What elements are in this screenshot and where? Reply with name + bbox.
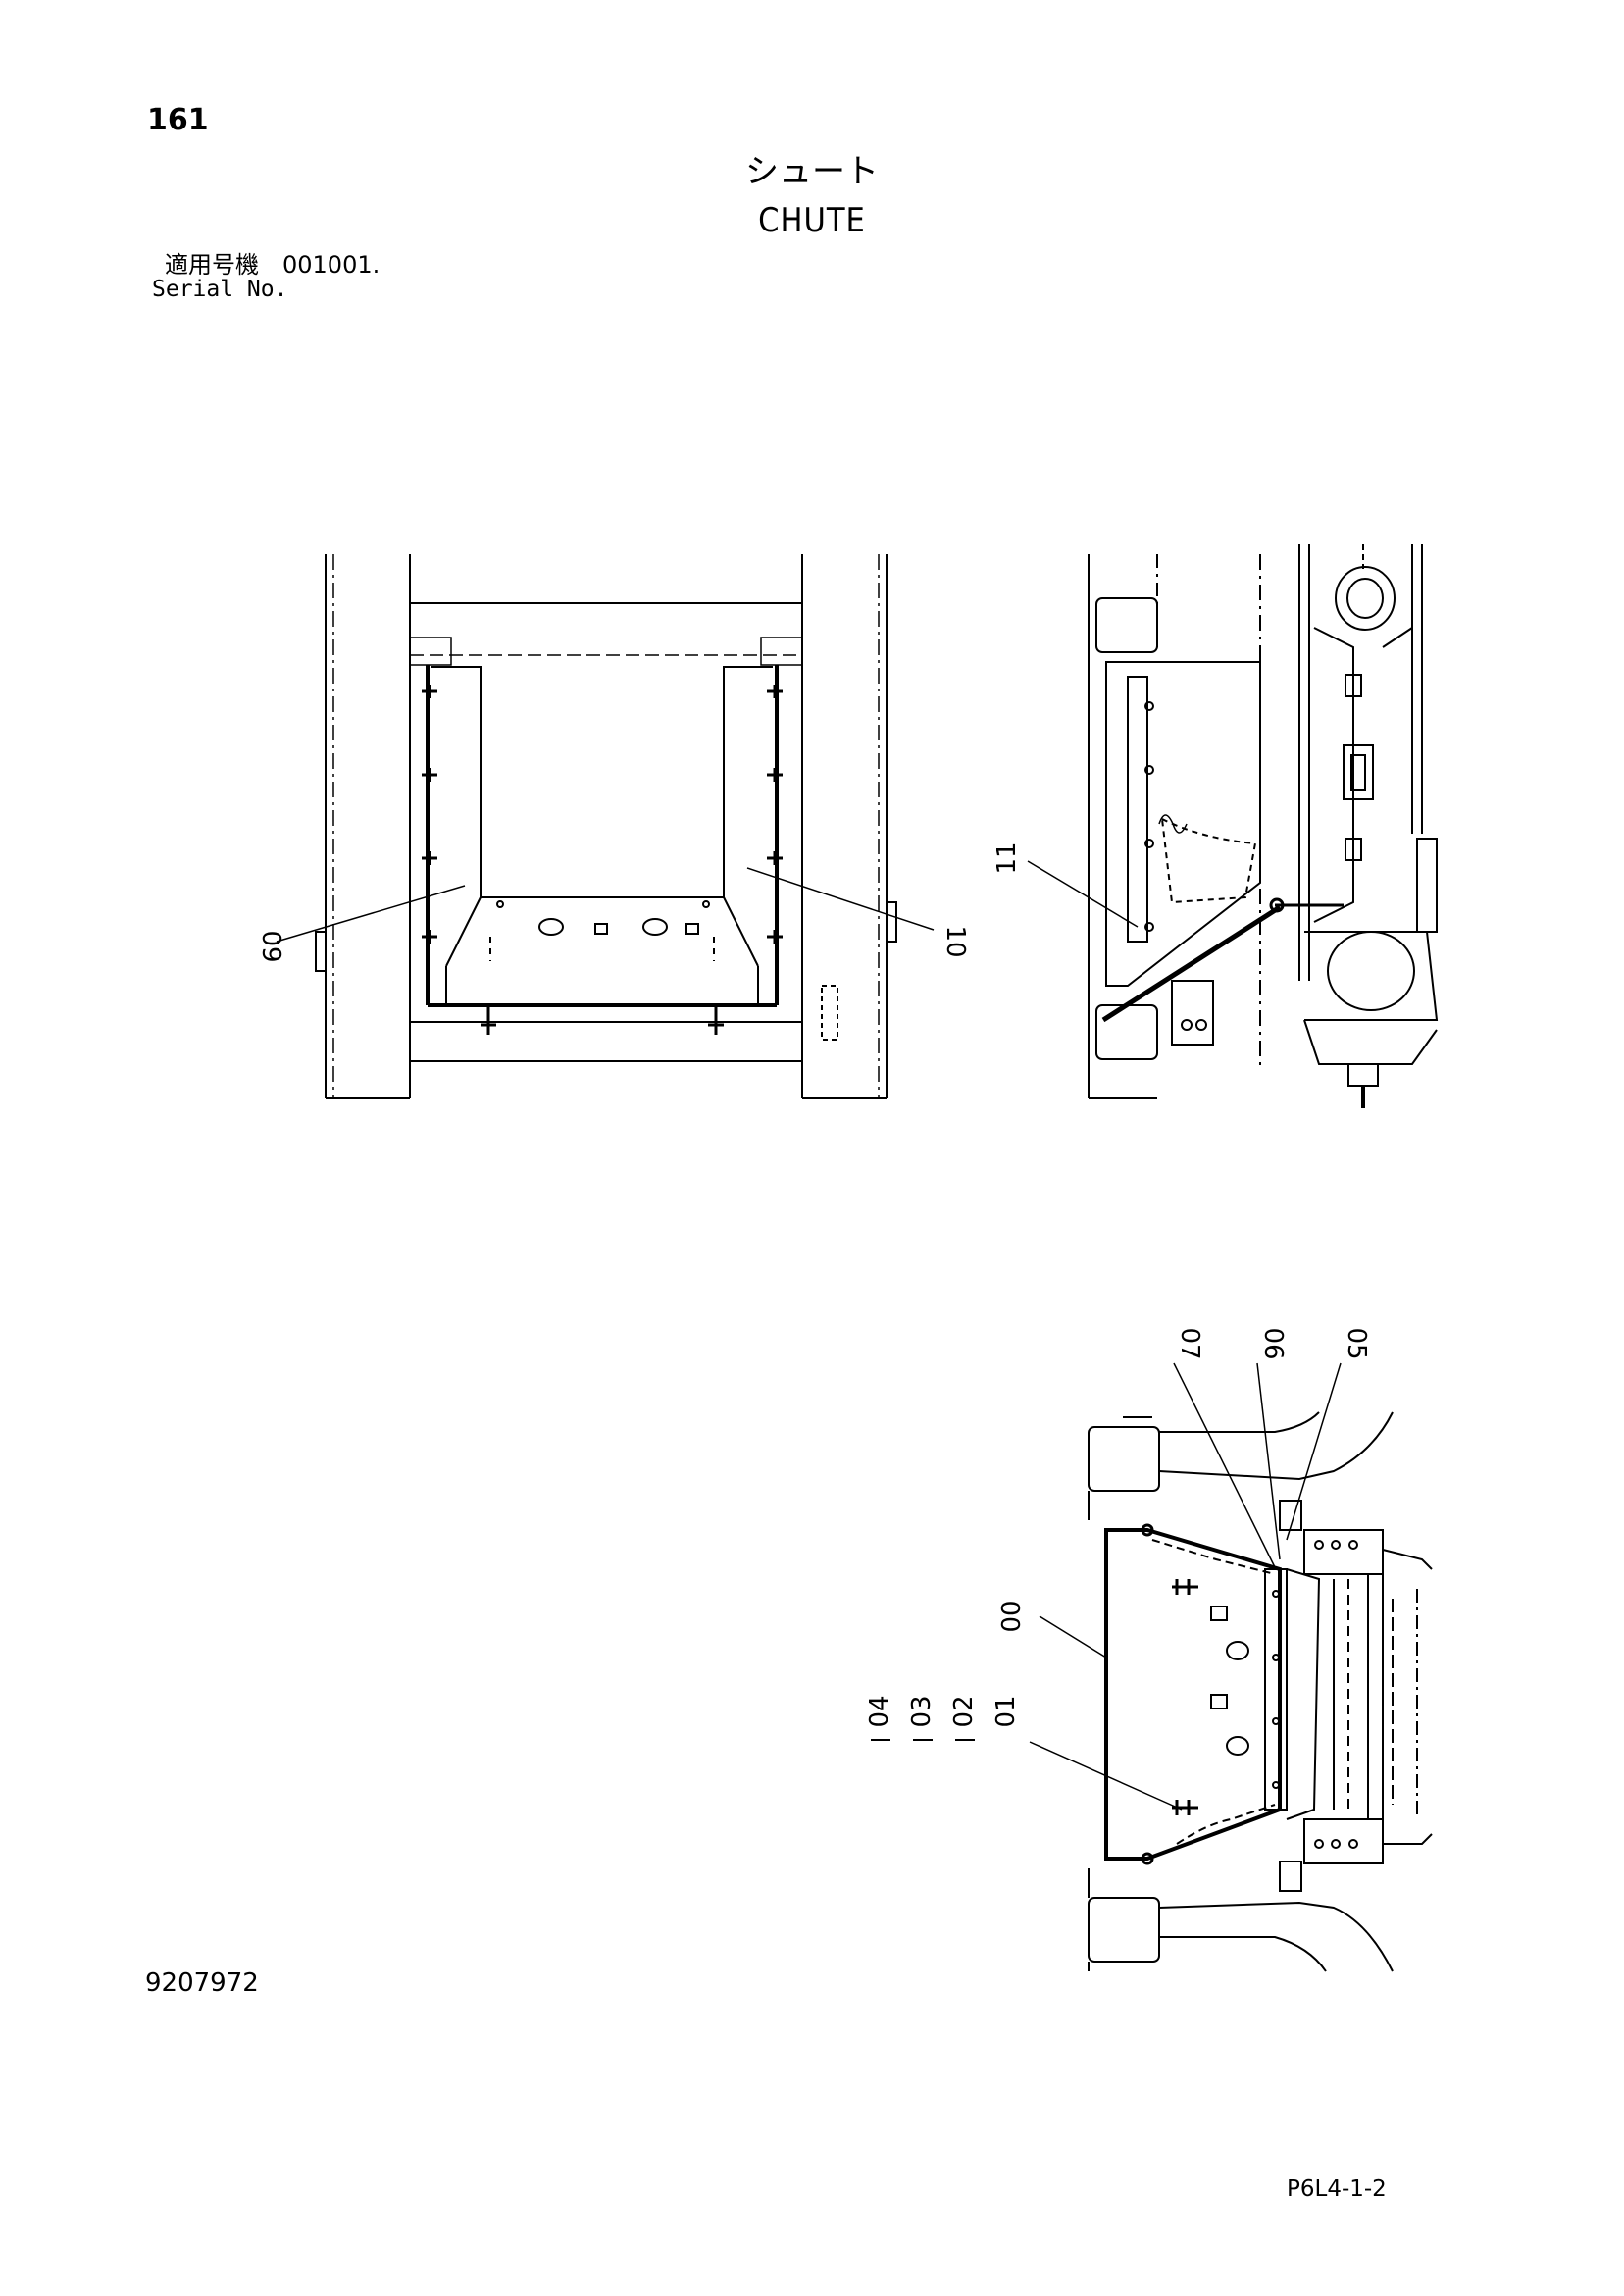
- serial-label-japanese: 適用号機 001001.: [165, 251, 381, 279]
- callout-10: 10: [940, 925, 970, 957]
- side-view: [1027, 544, 1439, 1108]
- callout-09: 09: [256, 930, 285, 962]
- callout-07: 07: [1175, 1327, 1204, 1359]
- top-view: [1029, 1362, 1433, 1972]
- page-number: 161: [147, 103, 209, 137]
- callout-00: 00: [997, 1600, 1027, 1632]
- callout-11: 11: [992, 842, 1022, 874]
- callout-03: 03: [907, 1695, 937, 1727]
- title-japanese: シュート: [745, 152, 879, 191]
- callout-01: 01: [991, 1695, 1021, 1727]
- callout-group-01-04: 04 03 02 01: [865, 1695, 1021, 1741]
- callout-02: 02: [949, 1695, 979, 1727]
- callout-04: 04: [865, 1695, 894, 1727]
- callout-06: 06: [1258, 1327, 1288, 1359]
- document-number: 9207972: [145, 1968, 259, 1998]
- serial-label-english: Serial No.: [152, 277, 288, 302]
- sheet-code: P6L4-1-2: [1287, 2176, 1387, 2202]
- front-view: [276, 554, 935, 1099]
- title-english: CHUTE: [758, 201, 866, 240]
- callout-05: 05: [1342, 1327, 1371, 1359]
